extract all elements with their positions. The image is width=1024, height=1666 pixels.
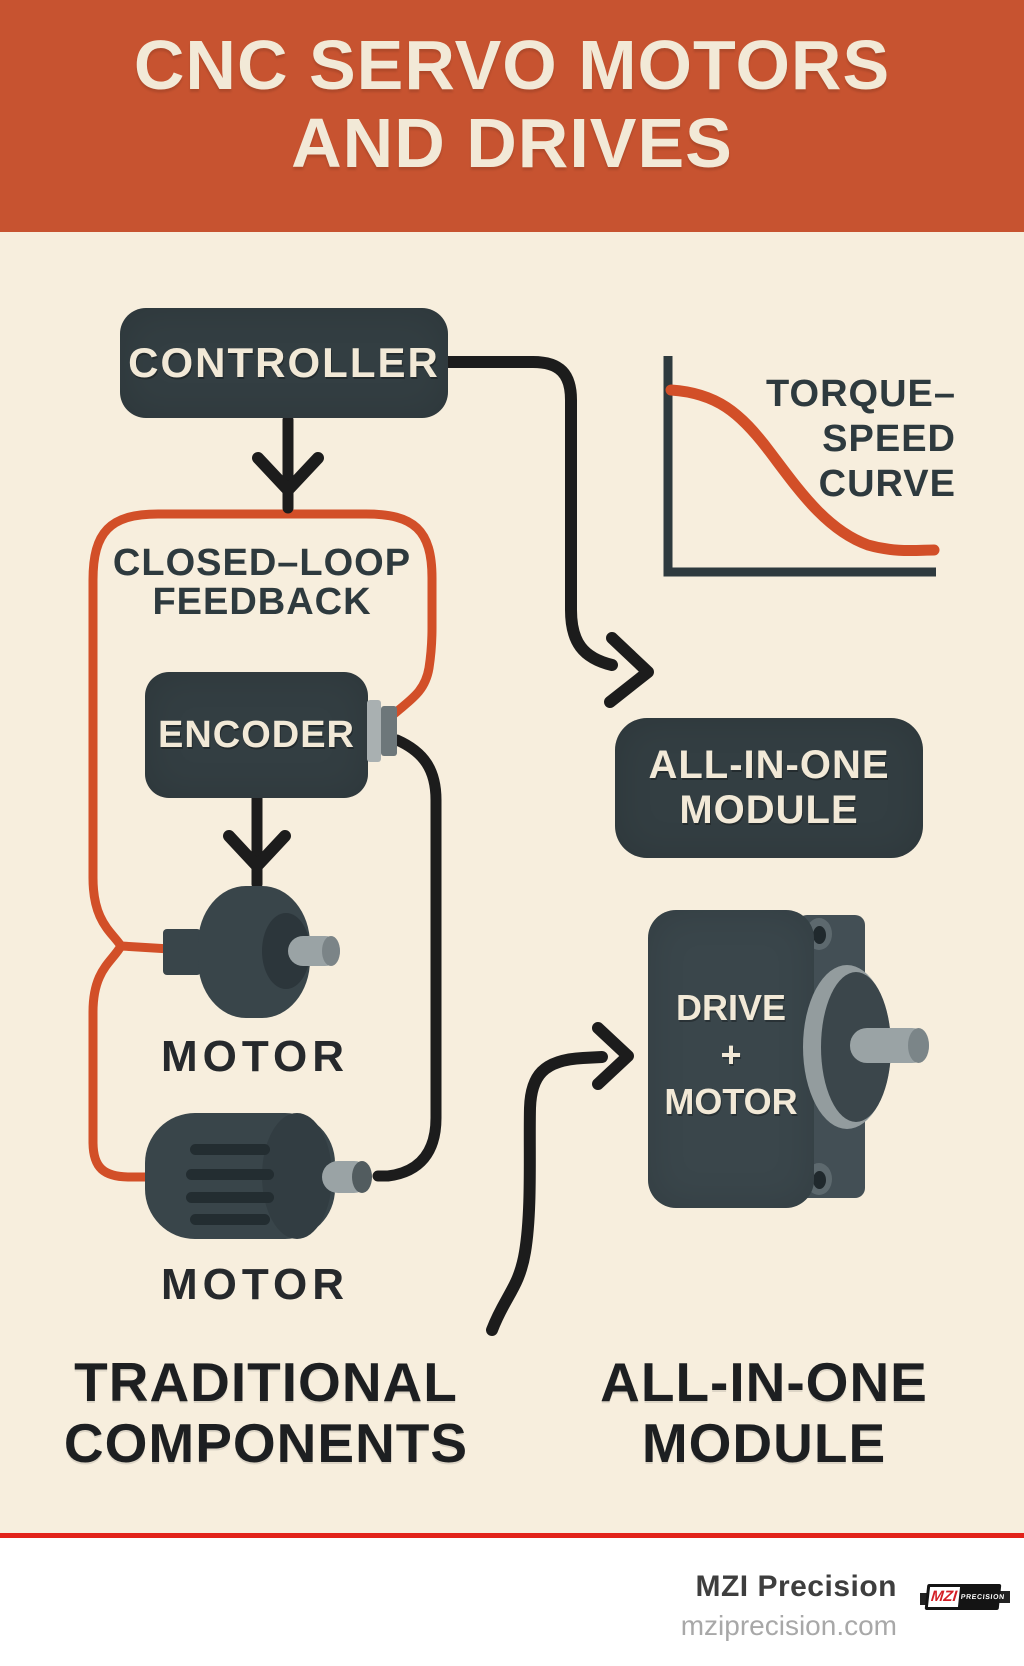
all-in-one-module-box: ALL-IN-ONE MODULE (615, 718, 923, 858)
poster-title: CNC SERVO MOTORS AND DRIVES (0, 26, 1024, 182)
drive-motor-arrow-stem (486, 1051, 608, 1336)
torque-speed-curve-label: TORQUE– SPEED CURVE (700, 372, 956, 507)
brand-name: MZI Precision (695, 1570, 897, 1603)
title-line1: CNC SERVO MOTORS (133, 26, 891, 104)
drive-motor-line2: + (720, 1034, 742, 1075)
screw-hole-bottom-center (813, 1171, 826, 1189)
footer-brand-block: MZI Precision mziprecision.com (600, 1570, 897, 1642)
encoder-box: ENCODER (145, 672, 368, 798)
all-in-one-module-caption: ALL-IN-ONE MODULE (538, 1352, 990, 1474)
motor2-shaft-cap (352, 1161, 372, 1193)
aio-box-line1: ALL-IN-ONE (648, 743, 890, 787)
controller-box: CONTROLLER (120, 308, 448, 418)
motor2-label-text: MOTOR (161, 1260, 349, 1309)
traditional-components-caption: TRADITIONAL COMPONENTS (40, 1352, 492, 1474)
controller-right-arrowhead (604, 632, 654, 708)
header-banner: CNC SERVO MOTORS AND DRIVES (0, 0, 1024, 232)
drive-motor-body (648, 910, 814, 1208)
footer (0, 1538, 1024, 1666)
left-caption-line1: TRADITIONAL (74, 1351, 458, 1413)
feedback-loop-line (88, 509, 437, 1182)
motor2-rib (186, 1169, 274, 1180)
right-caption-line1: ALL-IN-ONE (600, 1351, 928, 1413)
logo-mzi-text: MZI (927, 1587, 960, 1607)
motor1-connector (163, 929, 201, 975)
drive-motor-arrowhead (592, 1022, 634, 1090)
closed-loop-line1: CLOSED–LOOP (112, 542, 412, 584)
encoder-motor-cable (372, 734, 442, 1182)
motor1-shaft-cap (322, 936, 340, 966)
curve-label-line2: SPEED (822, 418, 956, 460)
motor2-rib (186, 1192, 274, 1203)
motor2-rib (190, 1214, 270, 1225)
screw-hole-top-center (813, 926, 826, 944)
curve-label-line1: TORQUE– (765, 373, 956, 415)
logo-plate: MZI PRECISION (924, 1584, 1006, 1610)
encoder-label: ENCODER (157, 713, 356, 756)
aio-box-line2: MODULE (679, 788, 859, 832)
drive-motor-line3: MOTOR (664, 1081, 798, 1122)
drive-motor-line1: DRIVE (675, 987, 787, 1028)
encoder-connector-dark (381, 706, 397, 756)
motor2-rib (190, 1144, 270, 1155)
website-url: mziprecision.com (680, 1610, 897, 1641)
title-line2: AND DRIVES (291, 104, 733, 182)
left-caption-line2: COMPONENTS (63, 1412, 469, 1474)
encoder-connector-light (367, 700, 381, 762)
motor2-label: MOTOR (105, 1260, 405, 1310)
controller-down-arrowhead (252, 452, 324, 496)
motor1-label-text: MOTOR (161, 1032, 349, 1081)
logo-precision-text: PRECISION (960, 1593, 1006, 1601)
closed-loop-line2: FEEDBACK (152, 581, 372, 623)
closed-loop-feedback-label: CLOSED–LOOP FEEDBACK (92, 544, 432, 622)
motor1-label: MOTOR (105, 1032, 405, 1082)
feedback-loop-branch (116, 941, 175, 954)
drive-motor-text: DRIVE + MOTOR (648, 984, 814, 1125)
torque-speed-curve (665, 384, 940, 557)
red-divider-line (0, 1533, 1024, 1538)
curve-label-line3: CURVE (818, 463, 956, 505)
encoder-down-arrowhead (223, 830, 291, 872)
drive-motor-shaft-cap (908, 1028, 929, 1063)
chart-axes (663, 356, 936, 577)
right-caption-line2: MODULE (641, 1412, 887, 1474)
controller-label: CONTROLLER (128, 339, 440, 386)
controller-right-arrow-stem (442, 356, 618, 671)
mzi-precision-logo: MZI PRECISION (920, 1580, 1010, 1616)
